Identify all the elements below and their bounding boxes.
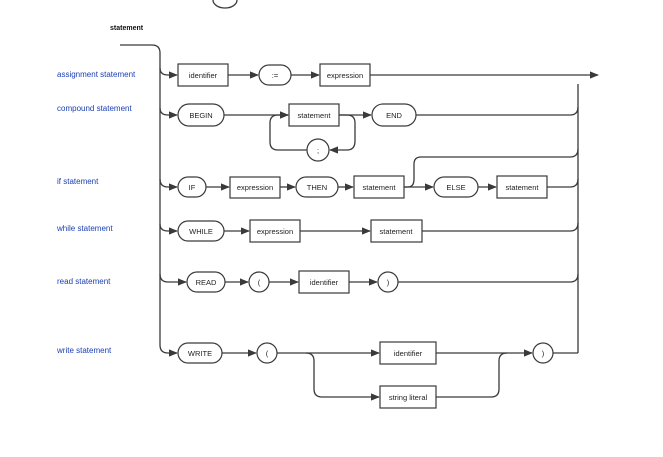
- label-read-statement: read statement: [57, 277, 111, 286]
- string-literal-text: string literal: [389, 393, 428, 402]
- label-compound-statement: compound statement: [57, 104, 132, 113]
- read-text: READ: [196, 278, 217, 287]
- while-statement-text: statement: [380, 227, 414, 236]
- diagram-title: statement: [110, 25, 144, 32]
- while-text: WHILE: [189, 227, 213, 236]
- label-while-statement: while statement: [56, 224, 113, 233]
- if-statement-text: statement: [363, 183, 397, 192]
- write-text: WRITE: [188, 349, 212, 358]
- assign-operator-text: :=: [272, 71, 279, 80]
- label-if-statement: if statement: [57, 177, 99, 186]
- end-text: END: [386, 111, 402, 120]
- write-identifier-text: identifier: [394, 349, 423, 358]
- else-text: ELSE: [446, 183, 465, 192]
- write-open-paren-text: (: [266, 349, 269, 358]
- semicolon-text: ;: [317, 146, 319, 155]
- else-statement-text: statement: [506, 183, 540, 192]
- assignment-expression-box: [319, 63, 371, 87]
- begin-text: BEGIN: [189, 111, 212, 120]
- entry-line: [120, 44, 161, 345]
- label-write-statement: write statement: [56, 346, 112, 355]
- read-open-paren-text: (: [258, 278, 261, 287]
- then-text: THEN: [307, 183, 327, 192]
- write-close-paren-text: ): [542, 349, 545, 358]
- assignment-identifier-text: identifier: [189, 71, 218, 80]
- read-identifier-text: identifier: [310, 278, 339, 287]
- label-assignment-statement: assignment statement: [57, 70, 136, 79]
- compound-statement-text: statement: [298, 111, 332, 120]
- while-expression-text: expression: [257, 227, 293, 236]
- if-text: IF: [189, 183, 196, 192]
- assignment-expression-text: expression: [327, 71, 363, 80]
- read-close-paren-text: ): [387, 278, 390, 287]
- cutoff-circle: [212, 0, 238, 9]
- if-expression-text: expression: [237, 183, 273, 192]
